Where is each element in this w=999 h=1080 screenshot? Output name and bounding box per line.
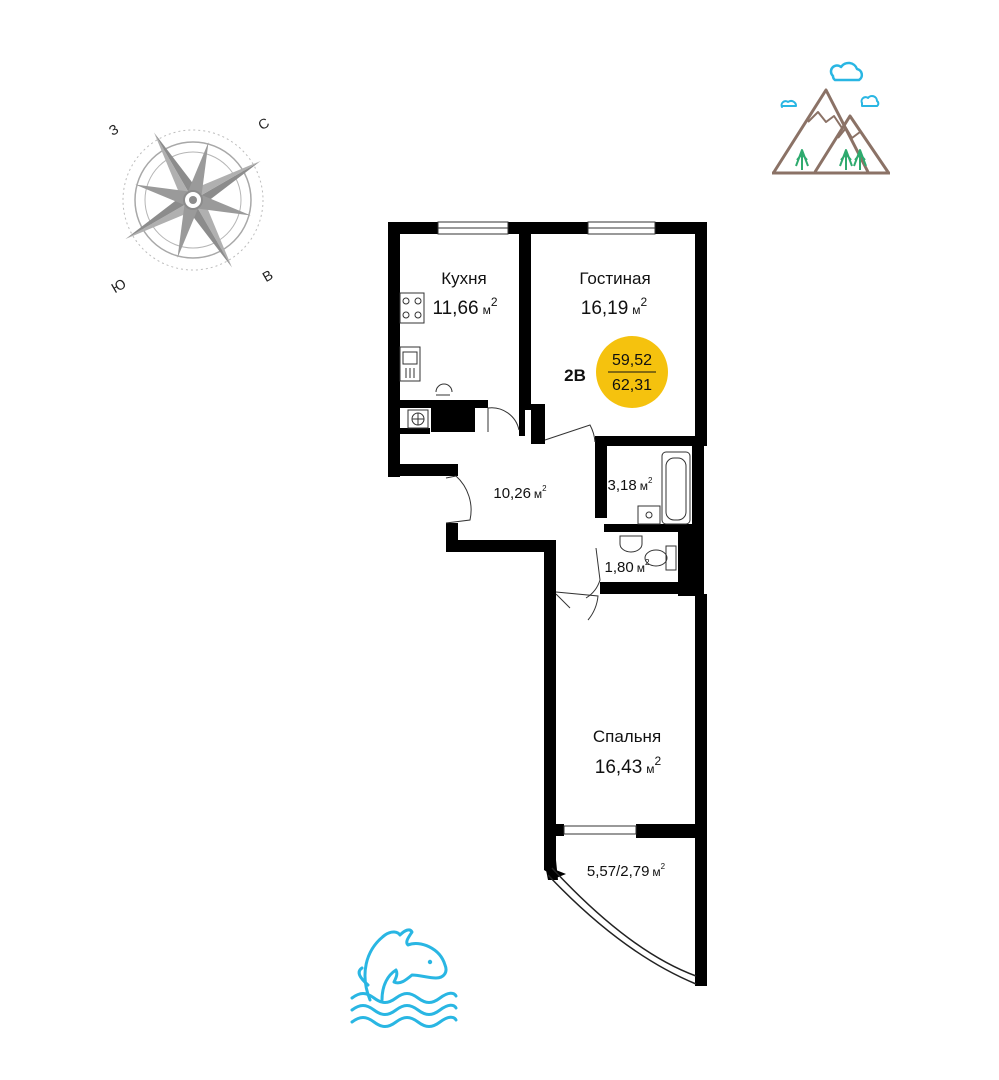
bathtub-icon (661, 451, 691, 525)
room-name-living: Гостиная (579, 269, 650, 288)
wc-sink-icon (619, 535, 643, 553)
door-swings (445, 407, 601, 621)
dolphin-icon (350, 928, 458, 1028)
living-area-value: 59,52 (612, 352, 652, 369)
room-area-kitchen: 11,66 (432, 298, 478, 319)
total-area-value: 62,31 (612, 377, 652, 394)
room-area-balcony: 5,57/2,79 (587, 863, 650, 880)
compass-north-label: С (255, 114, 272, 133)
compass-west-label: З (106, 121, 121, 139)
room-name-kitchen: Кухня (441, 269, 487, 288)
kitchen-sink-icon (399, 346, 421, 382)
bath-sink-icon (637, 505, 661, 525)
room-area-hall: 10,26 (493, 485, 531, 502)
room-area-bedroom: 16,43 (595, 757, 643, 778)
room-area-wc: 1,80 (605, 559, 634, 576)
toilet-icon (665, 545, 677, 571)
boiler-icon (407, 409, 429, 429)
fixtures (399, 292, 691, 571)
stove-icon (399, 292, 425, 324)
compass-south-label: Ю (108, 275, 128, 296)
apartment-type-label: 2В (564, 366, 586, 385)
room-area-living: 16,19 (581, 298, 629, 319)
area-badge: 59,52 62,31 (596, 336, 668, 408)
balcony-glazing (547, 867, 697, 985)
room-area-bath: 3,18 (608, 477, 637, 494)
compass-east-label: В (259, 266, 275, 285)
walls (388, 222, 707, 986)
mountains-icon (772, 61, 890, 175)
windows (437, 221, 656, 835)
room-name-bedroom: Спальня (593, 727, 661, 746)
compass-rose-icon (122, 129, 264, 271)
